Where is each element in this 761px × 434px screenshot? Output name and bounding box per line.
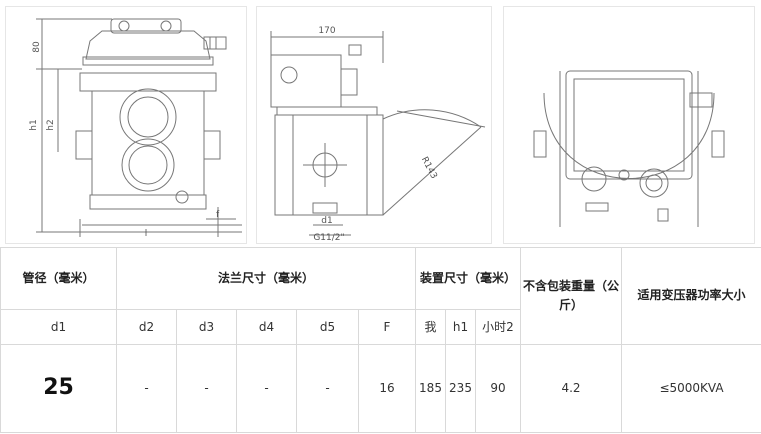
subheader-d3: d3	[176, 309, 237, 345]
header-pipe-diameter: 管径（毫米）	[0, 246, 117, 311]
cell-power: ≤5000KVA	[621, 343, 761, 433]
cell-f: 16	[358, 343, 416, 433]
cell-d4: -	[236, 343, 297, 433]
cell-d2: -	[116, 343, 177, 433]
top-view-svg	[533, 70, 725, 227]
subheader-h1: h1	[445, 309, 476, 345]
cell-i: 185	[415, 343, 446, 433]
header-transformer-power: 适用变压器功率大小	[621, 247, 761, 345]
cell-h2: 90	[475, 343, 521, 433]
front-view-svg: 80 h1 h2 f l	[29, 18, 242, 239]
subheader-i: 我	[415, 309, 446, 345]
subheader-d5: d5	[296, 309, 359, 345]
dim-f-label: f	[216, 210, 220, 220]
side-view-svg: 170 R143 d1 G11/2"	[270, 26, 486, 243]
dim-h1-label: h1	[29, 119, 39, 130]
table-row: 25 - - - - 16 185 235 90 4.2 ≤5000KVA	[0, 343, 761, 433]
cell-d3: -	[176, 343, 237, 433]
front-view-drawing: 80 h1 h2 f l	[5, 6, 247, 244]
dim-80-label: 80	[32, 41, 42, 53]
cell-d1: 25	[0, 343, 117, 433]
specification-table: 管径（毫米） 法兰尺寸（毫米） 装置尺寸（毫米） 不含包装重量（公斤） 适用变压…	[0, 246, 761, 433]
cell-h1: 235	[445, 343, 476, 433]
header-flange-size: 法兰尺寸（毫米）	[116, 246, 416, 311]
dim-thread-label: G11/2"	[313, 233, 344, 243]
header-weight: 不含包装重量（公斤）	[520, 247, 622, 345]
subheader-d2: d2	[116, 309, 177, 345]
dim-d1-label: d1	[321, 216, 332, 226]
dim-170-label: 170	[318, 26, 335, 36]
dim-h2-label: h2	[46, 119, 56, 130]
header-install-size: 装置尺寸（毫米）	[415, 246, 521, 311]
subheader-d4: d4	[236, 309, 297, 345]
technical-drawings: 80 h1 h2 f l	[5, 6, 755, 244]
cell-d5: -	[296, 343, 359, 433]
dim-l-label: l	[145, 229, 148, 239]
subheader-f: F	[358, 309, 416, 345]
top-view-drawing	[503, 6, 755, 244]
subheader-d1: d1	[0, 309, 117, 345]
side-view-drawing: 170 R143 d1 G11/2"	[256, 6, 492, 244]
cell-weight: 4.2	[520, 343, 622, 433]
subheader-h2: 小时2	[475, 309, 521, 345]
